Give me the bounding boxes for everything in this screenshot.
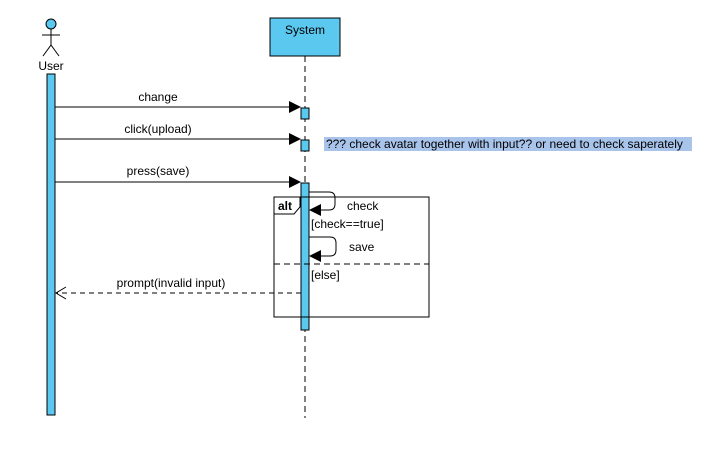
message-arrow [309, 191, 336, 216]
message-label: click(upload) [124, 122, 191, 136]
system-box [269, 17, 341, 57]
message-change: change [55, 90, 301, 113]
message-label: prompt(invalid input) [117, 276, 226, 290]
open-arrowhead [55, 286, 67, 300]
note-background [324, 137, 692, 151]
alt-fragment: alt [check==true] [else] [273, 196, 430, 318]
user-activation-bar [46, 73, 56, 416]
message-check: check [309, 191, 379, 216]
user-actor: User [38, 18, 64, 73]
message-label: press(save) [127, 164, 190, 178]
note-text: ??? check avatar together with input?? o… [326, 137, 683, 151]
actor-head [45, 18, 57, 30]
user-label: User [38, 59, 63, 73]
system-activation-2 [300, 139, 310, 152]
message-label: check [347, 199, 379, 213]
actor-right-leg [50, 44, 60, 57]
message-prompt-invalid-input: prompt(invalid input) [55, 276, 301, 300]
fragment-tab [273, 196, 301, 215]
note: ??? check avatar together with input?? o… [324, 137, 692, 151]
system-label: System [285, 23, 325, 37]
message-label: save [349, 240, 375, 254]
guard-check-true: [check==true] [311, 217, 384, 231]
message-label: change [138, 90, 178, 104]
system-activation-3 [300, 182, 310, 331]
message-arrow [309, 236, 337, 262]
actor-left-leg [42, 44, 52, 57]
message-click-upload: click(upload) [55, 122, 301, 145]
fragment-operator: alt [278, 199, 292, 213]
fragment-frame [273, 196, 430, 318]
message-press-save: press(save) [55, 164, 301, 188]
guard-else: [else] [311, 268, 340, 282]
message-save: save [309, 236, 375, 262]
system-activation-1 [300, 107, 310, 120]
system-participant: System [269, 17, 341, 57]
